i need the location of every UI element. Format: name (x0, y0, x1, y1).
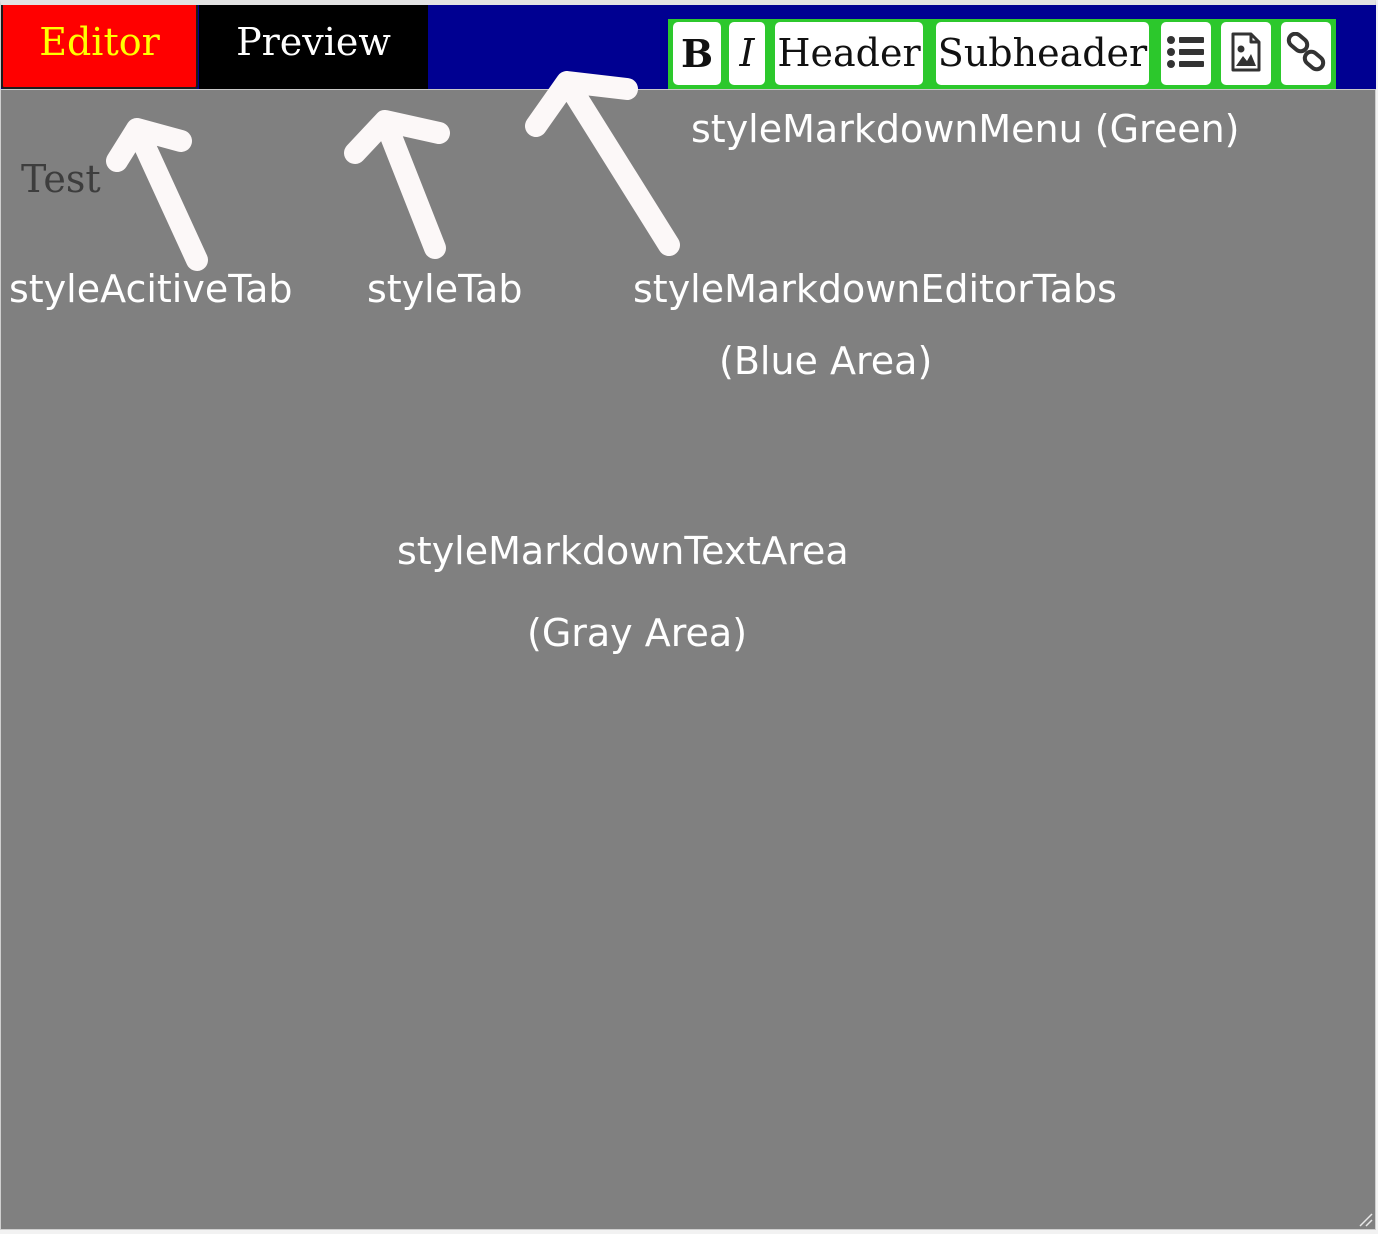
italic-button-label: I (739, 31, 755, 75)
header-button-label: Header (777, 31, 921, 75)
annotation-menu: styleMarkdownMenu (Green) (691, 107, 1240, 151)
resize-handle[interactable] (1357, 1211, 1373, 1227)
annotation-editor-tabs: styleMarkdownEditorTabs (633, 267, 1117, 311)
bold-button-label: B (680, 31, 714, 76)
annotation-textarea: styleMarkdownTextArea (397, 529, 849, 573)
image-button[interactable] (1221, 22, 1271, 85)
arrow-active-tab (106, 118, 208, 271)
annotation-tab: styleTab (367, 267, 523, 311)
arrow-tab (344, 110, 450, 259)
annotation-textarea-area: (Gray Area) (527, 611, 748, 655)
markdown-menu: B I Header Subheader (668, 19, 1336, 89)
bold-button[interactable]: B (673, 22, 721, 85)
image-icon (1231, 32, 1261, 72)
annotation-active-tab: styleAcitiveTab (9, 267, 293, 311)
tab-preview[interactable]: Preview (199, 5, 428, 89)
arrow-editor-tabs (525, 71, 680, 256)
header-button[interactable]: Header (775, 22, 923, 85)
link-button[interactable] (1281, 22, 1331, 85)
list-button[interactable] (1161, 22, 1211, 85)
annotation-arrows (106, 71, 680, 271)
list-icon (1167, 36, 1204, 68)
link-icon (1286, 32, 1326, 72)
subheader-button-label: Subheader (937, 31, 1148, 75)
tab-editor[interactable]: Editor (1, 5, 198, 89)
markdown-editor-tabs: Editor Preview B I Header Subheader (1, 5, 1376, 90)
markdown-textarea-value[interactable]: Test (21, 157, 101, 201)
italic-button[interactable]: I (729, 22, 765, 85)
annotation-editor-tabs-area: (Blue Area) (719, 339, 933, 383)
subheader-button[interactable]: Subheader (936, 22, 1149, 85)
